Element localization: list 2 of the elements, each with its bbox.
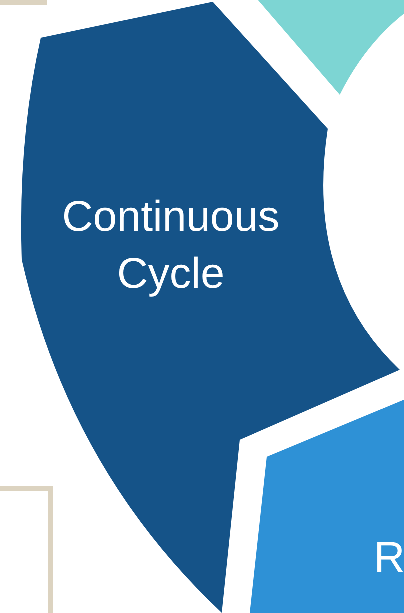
segment-label: Continuous Cycle — [61, 192, 281, 300]
segment-label: R — [374, 533, 404, 584]
